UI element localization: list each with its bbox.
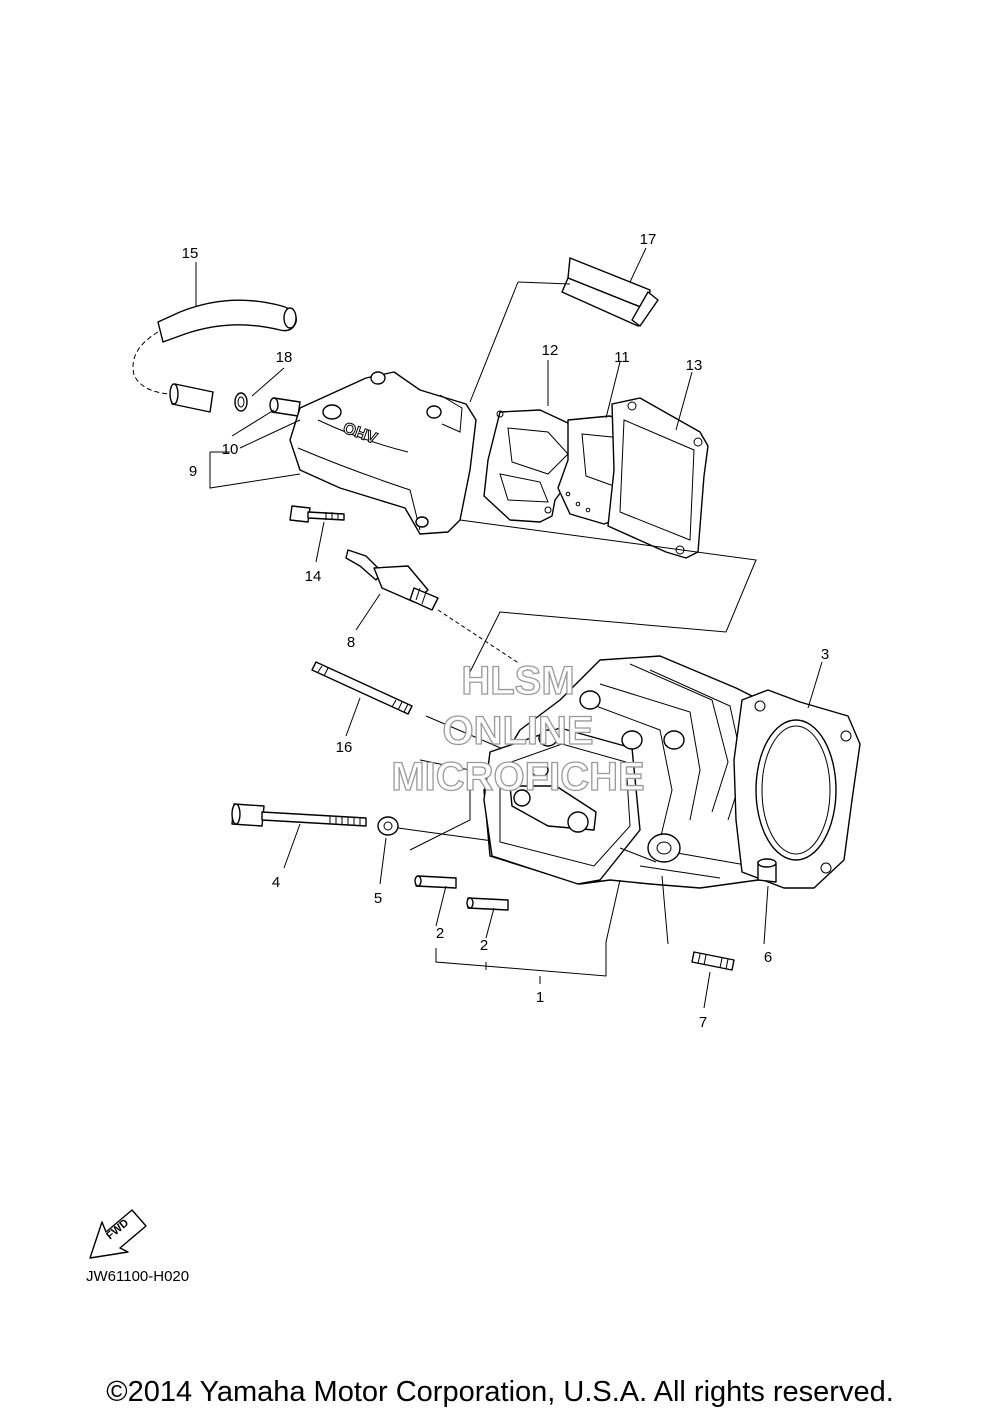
callout-13: 13 <box>686 357 703 374</box>
element-part-17 <box>561 257 659 327</box>
callout-2b: 2 <box>480 937 488 954</box>
callout-8: 8 <box>347 634 355 651</box>
callout-3: 3 <box>821 646 829 663</box>
callout-16: 16 <box>336 739 353 756</box>
stud-bolt-part-16 <box>311 661 511 753</box>
watermark-line-1: HLSM <box>461 659 574 703</box>
hose-joint-part-18 <box>169 383 248 413</box>
copyright-notice: ©2014 Yamaha Motor Corporation, U.S.A. A… <box>106 1376 894 1408</box>
assembly-guide-lines-upper <box>209 281 757 681</box>
cover-gasket-part-13 <box>607 397 709 559</box>
callout-10: 10 <box>222 441 239 458</box>
callout-labels: 1 2 2 3 4 5 6 7 8 9 10 11 12 13 14 15 16… <box>182 231 830 1031</box>
dowel-part-6 <box>757 858 777 883</box>
watermark-line-3: MICROFICHE <box>391 755 644 799</box>
callout-18: 18 <box>276 349 293 366</box>
callout-6: 6 <box>764 949 772 966</box>
head-cover-part-9 <box>289 371 477 535</box>
long-bolt-part-4 <box>231 803 367 827</box>
callout-12: 12 <box>542 342 559 359</box>
callout-17: 17 <box>640 231 657 248</box>
stud-part-7 <box>661 875 735 971</box>
reed-plate-part-12 <box>483 409 585 523</box>
callout-14: 14 <box>305 568 322 585</box>
callout-7: 7 <box>699 1014 707 1031</box>
fwd-arrow-icon: FWD <box>89 1209 147 1259</box>
drawing-code: JW61100-H020 <box>86 1268 189 1285</box>
watermark: HLSM ONLINE MICROFICHE <box>391 658 646 799</box>
callout-1: 1 <box>536 989 544 1006</box>
breather-hose-part-15 <box>132 299 297 395</box>
callout-4: 4 <box>272 874 280 891</box>
spark-plug-part-8 <box>345 549 521 665</box>
dowel-pins-part-2 <box>414 875 509 911</box>
callout-9: 9 <box>189 463 197 480</box>
callout-15: 15 <box>182 245 199 262</box>
callout-11: 11 <box>614 349 630 366</box>
bolt-part-14 <box>289 505 345 523</box>
nipple-part-10 <box>269 397 301 417</box>
cylinder-head-part-1 <box>409 655 771 889</box>
callout-2a: 2 <box>436 925 444 942</box>
washer-part-5 <box>377 816 501 843</box>
watermark-line-2: ONLINE <box>442 709 593 753</box>
callout-5: 5 <box>374 890 382 907</box>
head-gasket-part-3 <box>733 689 861 889</box>
callout-leader-lines <box>195 247 823 1009</box>
